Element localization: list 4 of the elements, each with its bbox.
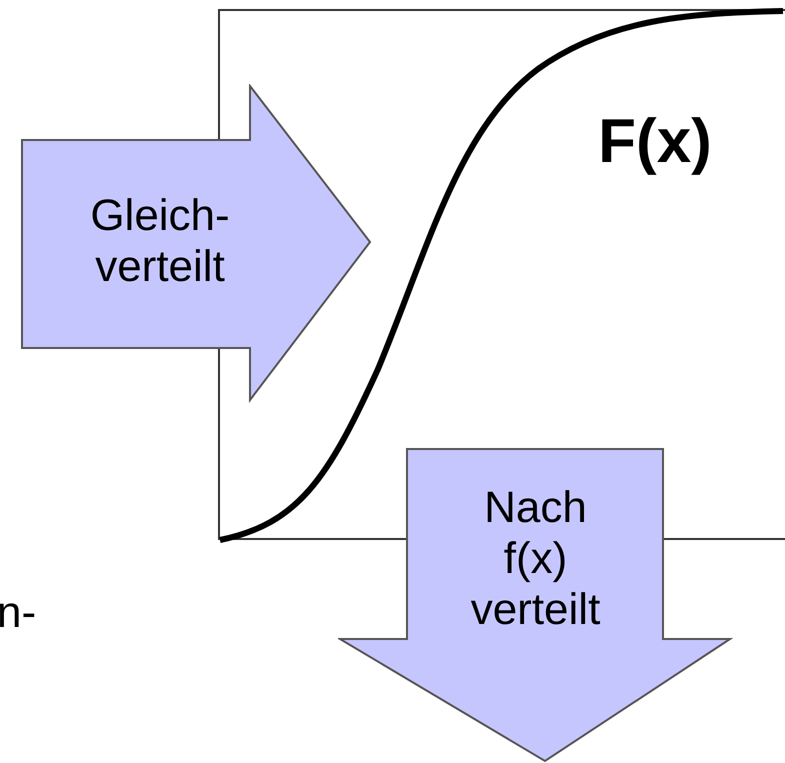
text-fragment: n- [0, 588, 36, 638]
function-label: F(x) [597, 106, 713, 177]
arrow-label: Nach f(x) verteilt [470, 482, 602, 635]
arrow-label: Gleich- verteilt [89, 190, 231, 292]
